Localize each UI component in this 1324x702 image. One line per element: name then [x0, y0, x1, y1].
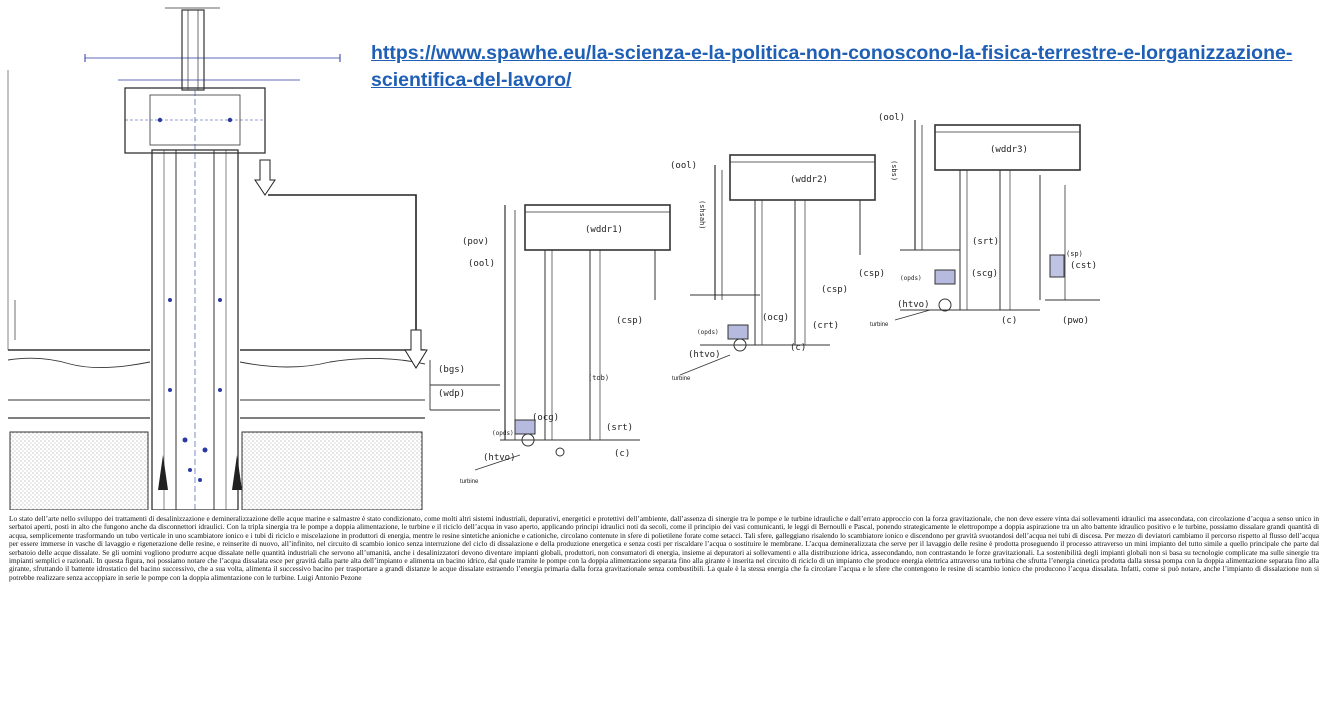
- label-crt-2: (crt): [812, 321, 839, 331]
- label-cst-3: (cst): [1070, 261, 1097, 271]
- label-tob-1: (tob): [588, 374, 609, 382]
- tank-system-1: [429, 204, 671, 471]
- label-ool-3: (ool): [878, 113, 905, 123]
- tank-system-2: [679, 154, 876, 376]
- label-bgs-1: (bgs): [438, 365, 465, 375]
- label-csp-3: (csp): [858, 269, 885, 279]
- label-htvo-2: (htvo): [688, 350, 721, 360]
- tank-label-wddr3: (wddr3): [990, 145, 1028, 155]
- label-ocg-2: (ocg): [762, 313, 789, 323]
- label-scg-3: (scg): [971, 269, 998, 279]
- label-ool-2: (ool): [670, 161, 697, 171]
- label-srt-3: (srt): [972, 237, 999, 247]
- technical-drawing: (wddr1) (wddr2) (wddr3) (pov) (ool) (csp…: [7, 7, 1100, 510]
- label-turbine-3: turbine: [870, 322, 889, 328]
- label-csp-2: (csp): [821, 285, 848, 295]
- label-ool-1: (ool): [468, 259, 495, 269]
- label-htvo-3: (htvo): [897, 300, 930, 310]
- label-htvo-1: (htvo): [483, 453, 516, 463]
- label-csp-1: (csp): [616, 316, 643, 326]
- label-c-3: (c): [1001, 316, 1017, 326]
- tank-label-wddr1: (wddr1): [585, 225, 623, 235]
- label-sp-3: (sp): [1066, 250, 1083, 258]
- label-ocg-1: (ocg): [532, 413, 559, 423]
- label-wdp-1: (wdp): [438, 389, 465, 399]
- label-c-1: (c): [614, 449, 630, 459]
- label-pov-1: (pov): [462, 237, 489, 247]
- label-pwo-3: (pwo): [1062, 316, 1089, 326]
- label-turbine-1: turbine: [460, 479, 479, 485]
- tank-label-wddr2: (wddr2): [790, 175, 828, 185]
- label-opds-2: (opds): [697, 329, 719, 336]
- label-shs-2: (shsah): [698, 200, 706, 230]
- article-link[interactable]: https://www.spawhe.eu/la-scienza-e-la-po…: [371, 42, 1293, 91]
- desalination-column-drawing: [7, 7, 428, 510]
- caption-paragraph: Lo stato dell’arte nello sviluppo dei tr…: [9, 514, 1319, 582]
- label-sbs-3: (sbs): [890, 160, 898, 181]
- tank-system-3: [894, 120, 1100, 321]
- label-turbine-2: turbine: [672, 376, 691, 382]
- label-srt-1: (srt): [606, 423, 633, 433]
- label-c-2: (c): [790, 343, 806, 353]
- label-opds-1: (opds): [492, 430, 514, 437]
- label-opds-3: (opds): [900, 275, 922, 282]
